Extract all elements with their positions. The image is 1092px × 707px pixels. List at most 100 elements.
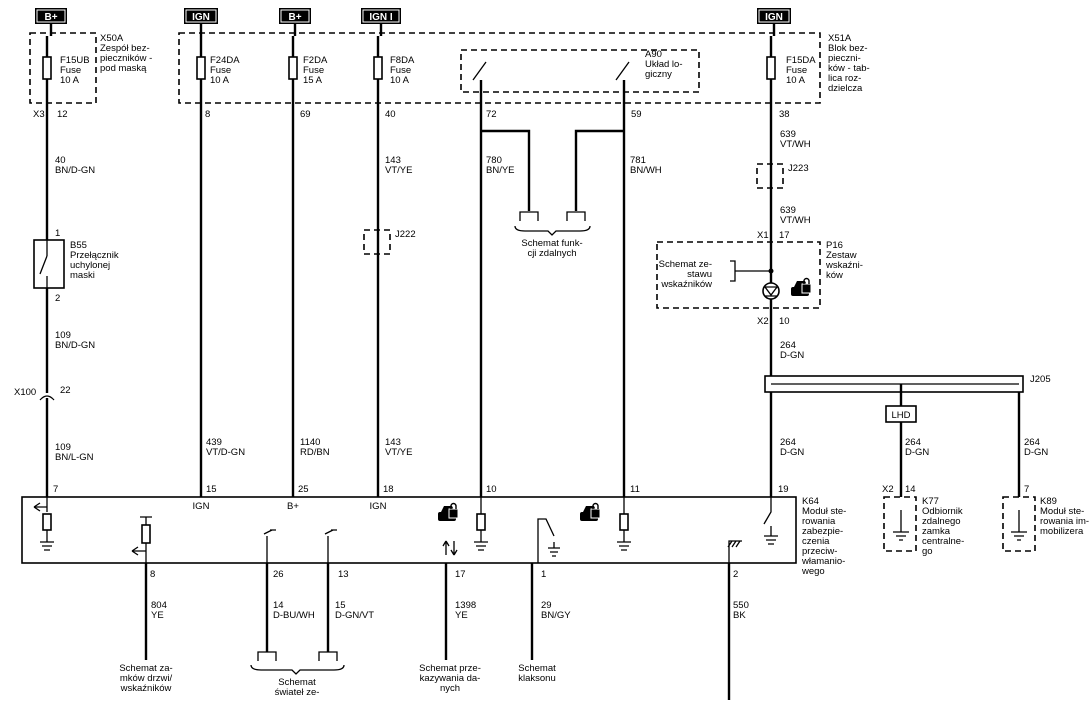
wire-264d-label: 264 D-GN xyxy=(1024,437,1048,458)
svg-text:giczny: giczny xyxy=(645,69,672,80)
svg-text:wskaźników: wskaźników xyxy=(660,279,712,290)
wire-780-label: 780 BN/YE xyxy=(486,155,515,176)
lhd-label: LHD xyxy=(891,410,910,421)
svg-text:1: 1 xyxy=(541,569,546,580)
svg-text:Blok bez-: Blok bez- xyxy=(828,43,868,54)
k64-top-pins: 7 15 25 18 10 11 19 xyxy=(53,484,789,495)
svg-text:centralne-: centralne- xyxy=(922,536,964,547)
p16-conn-x1: X1 xyxy=(757,230,769,241)
svg-text:F24DA: F24DA xyxy=(210,55,240,66)
svg-text:VT/YE: VT/YE xyxy=(385,447,412,458)
source-label: IGN xyxy=(192,12,210,23)
svg-text:K77: K77 xyxy=(922,496,939,507)
svg-text:264: 264 xyxy=(905,437,921,448)
ground-icon xyxy=(40,530,54,551)
horn-ref: Schemat klaksonu xyxy=(518,663,556,684)
svg-text:przeciw-: przeciw- xyxy=(802,546,837,557)
ground-icon xyxy=(617,530,631,551)
svg-text:550: 550 xyxy=(733,600,749,611)
svg-text:VT/D-GN: VT/D-GN xyxy=(206,447,245,458)
svg-text:zabezpie-: zabezpie- xyxy=(802,526,843,537)
fuse-f2da-label: F2DA Fuse 15 A xyxy=(303,55,328,86)
source-tag-ign-1: IGN xyxy=(184,8,218,24)
svg-text:rowania im-: rowania im- xyxy=(1040,516,1089,527)
wire-639a-label: 639 VT/WH xyxy=(780,129,811,150)
remote-functions-ref: Schemat funk- cji zdalnych xyxy=(521,238,582,259)
svg-text:10 A: 10 A xyxy=(210,75,230,86)
pin-72: 72 xyxy=(486,109,497,120)
svg-text:A90: A90 xyxy=(645,49,662,60)
k77-title: K77 Odbiornik zdalnego zamka centralne- … xyxy=(922,496,964,557)
horn-switch-icon xyxy=(537,518,560,563)
svg-text:B55: B55 xyxy=(70,240,87,251)
svg-text:Fuse: Fuse xyxy=(210,65,231,76)
svg-text:143: 143 xyxy=(385,437,401,448)
brace-icon xyxy=(514,225,591,236)
fuse-icon xyxy=(196,56,206,80)
svg-text:pod maską: pod maską xyxy=(100,63,147,74)
x100-pin: 22 xyxy=(60,385,71,396)
svg-text:D-BU/WH: D-BU/WH xyxy=(273,610,315,621)
svg-text:109: 109 xyxy=(55,442,71,453)
svg-text:639: 639 xyxy=(780,205,796,216)
source-tag-ign-i: IGN I xyxy=(361,8,401,24)
j222-label: J222 xyxy=(395,229,416,240)
svg-text:P16: P16 xyxy=(826,240,843,251)
a90-title: A90 Układ lo- giczny xyxy=(645,49,683,80)
data-communication-ref: Schemat prze- kazywania da- nych xyxy=(419,663,481,694)
svg-text:Schemat: Schemat xyxy=(518,663,556,674)
pin-69: 69 xyxy=(300,109,311,120)
source-tag-b-plus-2: B+ xyxy=(279,8,311,24)
svg-text:K89: K89 xyxy=(1040,496,1057,507)
svg-text:zdalnego: zdalnego xyxy=(922,516,961,527)
svg-text:Fuse: Fuse xyxy=(390,65,411,76)
ground-icon xyxy=(1011,510,1027,541)
anti-theft-module-k64 xyxy=(21,496,797,564)
svg-text:IGN: IGN xyxy=(193,501,210,512)
svg-text:18: 18 xyxy=(383,484,394,495)
pin-8: 8 xyxy=(205,109,210,120)
fuse-f8da-label: F8DA Fuse 10 A xyxy=(390,55,415,86)
wire-264a-label: 264 D-GN xyxy=(780,340,804,361)
arrow-left-icon xyxy=(33,497,48,512)
svg-text:D-GN: D-GN xyxy=(1024,447,1048,458)
branch-wire-left xyxy=(481,129,531,211)
b55-pin-2: 2 xyxy=(55,293,60,304)
svg-text:780: 780 xyxy=(486,155,502,166)
b55-pin-1: 1 xyxy=(55,228,60,239)
fuse-icon xyxy=(373,56,383,80)
svg-text:D-GN/VT: D-GN/VT xyxy=(335,610,374,621)
door-locks-ref: Schemat za- mków drzwi/ wskaźników xyxy=(119,663,172,694)
wire-439-label: 439 VT/D-GN xyxy=(206,437,245,458)
svg-text:VT/YE: VT/YE xyxy=(385,165,412,176)
svg-text:19: 19 xyxy=(778,484,789,495)
resistor-icon xyxy=(476,513,486,531)
svg-text:29: 29 xyxy=(541,600,552,611)
svg-text:IGN: IGN xyxy=(370,501,387,512)
k64-bottom-pins: 8 26 13 17 1 2 xyxy=(150,569,738,580)
svg-text:Układ lo-: Układ lo- xyxy=(645,59,683,70)
fuse-icon xyxy=(288,56,298,80)
svg-text:wskaźników: wskaźników xyxy=(120,683,172,694)
svg-text:Schemat: Schemat xyxy=(278,677,316,688)
svg-text:klaksonu: klaksonu xyxy=(518,673,556,684)
pin-38: 38 xyxy=(779,109,790,120)
wire-639b-label: 639 VT/WH xyxy=(780,205,811,226)
svg-text:8: 8 xyxy=(150,569,155,580)
p16-ref: Schemat ze- stawu wskaźników xyxy=(659,259,712,290)
svg-text:Moduł ste-: Moduł ste- xyxy=(1040,506,1084,517)
svg-text:Fuse: Fuse xyxy=(786,65,807,76)
chassis-ground-icon xyxy=(727,540,742,563)
source-label: IGN I xyxy=(369,12,393,23)
svg-text:Zestaw: Zestaw xyxy=(826,250,857,261)
svg-text:781: 781 xyxy=(630,155,646,166)
svg-text:F8DA: F8DA xyxy=(390,55,415,66)
svg-text:Schemat za-: Schemat za- xyxy=(119,663,172,674)
svg-text:go: go xyxy=(922,546,933,557)
splice-j223 xyxy=(756,163,784,189)
connector-symbol xyxy=(257,651,277,661)
pin-12: 12 xyxy=(57,109,68,120)
svg-text:Fuse: Fuse xyxy=(303,65,324,76)
